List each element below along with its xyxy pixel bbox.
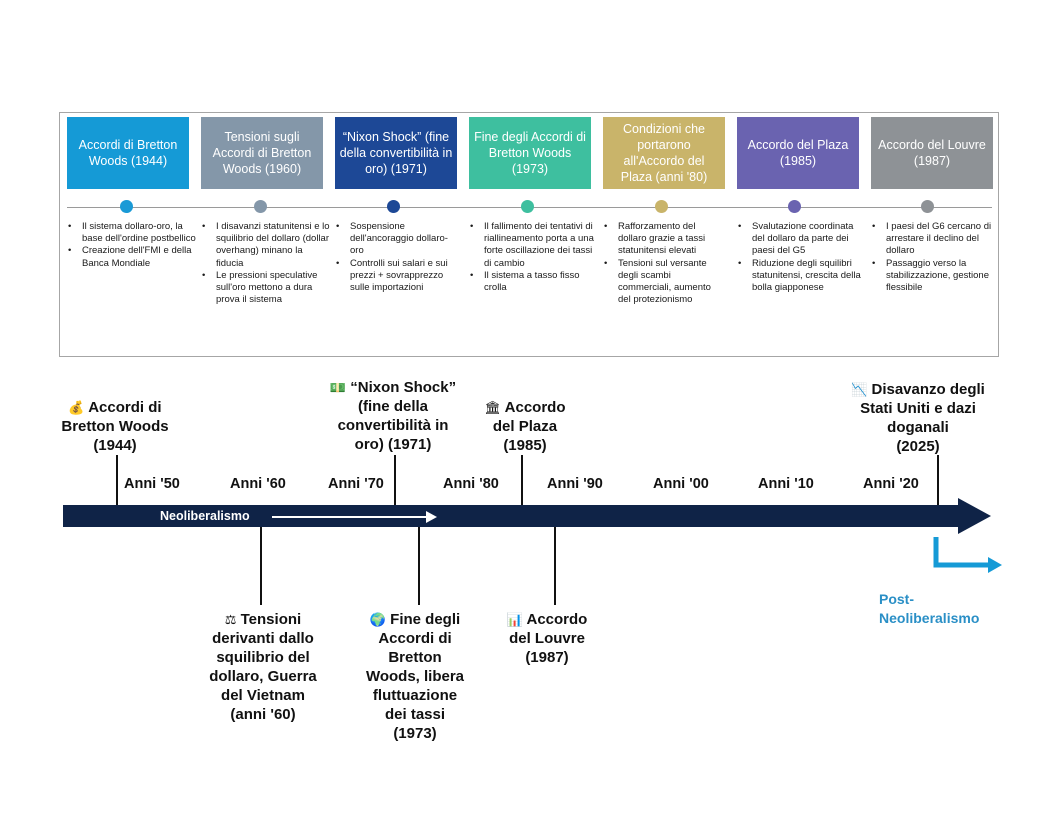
event-label: “Nixon Shock” (fine della convertibilità… [337,379,457,453]
bank-icon: 🏛 [484,400,502,415]
event-label: Fine degli Accordi di Bretton Woods, lib… [365,611,465,742]
event-tensioni-anni-60: ⚖ Tensioni derivanti dallo squilibrio de… [188,610,338,724]
list-item: Tensioni sul versante degli scambi comme… [604,258,726,307]
globe-icon: 🌍 [369,612,386,627]
phase-dot [120,200,133,213]
decade-label: Anni '10 [758,476,814,492]
timeline-arrow-head [958,498,991,534]
post-neoliberalismo-label: Post- Neoliberalismo [879,591,980,626]
list-item: Il fallimento dei tentativi di riallinea… [470,221,600,270]
phase-header-louvre: Accordo del Louvre (1987) [871,117,993,189]
list-item: Il sistema dollaro-oro, la base dell'ord… [68,221,198,245]
phase-header-nixon-shock: “Nixon Shock” (fine della convertibilità… [335,117,457,189]
event-label: Accordo del Louvre (1987) [509,611,588,666]
event-disavanzo-2025: 📉 Disavanzo degli Stati Uniti e dazi dog… [828,380,1008,456]
event-louvre-1987: 📊 Accordo del Louvre (1987) [488,610,606,667]
list-item: Creazione dell'FMI e della Banca Mondial… [68,245,198,269]
event-label: Tensioni derivanti dallo squilibrio del … [209,611,317,723]
list-item: Riduzione degli squilibri statunitensi, … [738,258,862,295]
decade-label: Anni '00 [653,476,709,492]
decade-label: Anni '70 [328,476,384,492]
phase-bullets-condizioni-plaza: Rafforzamento del dollaro grazie a tassi… [604,221,726,306]
phase-header-plaza: Accordo del Plaza (1985) [737,117,859,189]
event-connector-line [260,525,262,605]
event-bretton-woods-1944: 💰 Accordi di Bretton Woods (1944) [40,398,190,455]
phase-bullets-nixon-shock: Sospensione dell'ancoraggio dollaro-oro … [336,221,454,294]
neoliberalismo-arrow-head [426,511,437,523]
neoliberalismo-arrow [272,516,428,518]
phase-dot [521,200,534,213]
list-item: Il sistema a tasso fisso crolla [470,270,600,294]
list-item: I disavanzi statunitensi e lo squilibrio… [202,221,332,270]
decade-label: Anni '80 [443,476,499,492]
decade-label: Anni '90 [547,476,603,492]
phase-dot [655,200,668,213]
phase-bullets-louvre: I paesi del G6 cercano di arrestare il d… [872,221,996,294]
timeline-axis [63,505,960,527]
event-label: Disavanzo degli Stati Uniti e dazi dogan… [860,381,985,455]
list-item: I paesi del G6 cercano di arrestare il d… [872,221,996,258]
event-label: Accordo del Plaza (1985) [492,399,566,454]
list-item: Rafforzamento del dollaro grazie a tassi… [604,221,726,258]
phase-bullets-bretton-woods: Il sistema dollaro-oro, la base dell'ord… [68,221,198,270]
phase-dot [387,200,400,213]
event-connector-line [116,455,118,507]
list-item: Svalutazione coordinata del dollaro da p… [738,221,862,258]
event-connector-line [937,455,939,507]
list-item: Controlli sui salari e sui prezzi + sovr… [336,258,454,295]
phases-panel [59,112,999,357]
bar-chart-icon: 📊 [506,612,523,627]
event-fine-bretton-woods-1973: 🌍 Fine degli Accordi di Bretton Woods, l… [345,610,485,743]
phase-header-tensioni: Tensioni sugli Accordi di Bretton Woods … [201,117,323,189]
post-neoliberalismo-arrow-icon [933,537,1002,573]
phase-header-fine-bretton-woods: Fine degli Accordi di Bretton Woods (197… [469,117,591,189]
money-bag-icon: 💰 [68,400,85,415]
phase-bullets-tensioni: I disavanzi statunitensi e lo squilibrio… [202,221,332,306]
chart-down-icon: 📉 [851,382,868,397]
list-item: Sospensione dell'ancoraggio dollaro-oro [336,221,454,258]
decade-label: Anni '60 [230,476,286,492]
phase-header-bretton-woods: Accordi di Bretton Woods (1944) [67,117,189,189]
scales-icon: ⚖ [224,612,237,627]
banknotes-icon: 💵 [329,380,347,395]
phase-dot [921,200,934,213]
neoliberalismo-label: Neoliberalismo [160,509,250,523]
phase-dot [788,200,801,213]
list-item: Le pressioni speculative sull'oro metton… [202,270,332,307]
list-item: Passaggio verso la stabilizzazione, gest… [872,258,996,295]
event-connector-line [554,525,556,605]
event-connector-line [394,455,396,507]
event-connector-line [418,525,420,605]
phase-bullets-fine-bretton-woods: Il fallimento dei tentativi di riallinea… [470,221,600,294]
decade-label: Anni '20 [863,476,919,492]
event-label: Accordi di Bretton Woods (1944) [61,399,169,454]
event-connector-line [521,455,523,507]
event-plaza-1985: 🏛 Accordo del Plaza (1985) [460,398,590,455]
phase-dot [254,200,267,213]
event-nixon-shock-1971: 💵 “Nixon Shock” (fine della convertibili… [298,378,488,454]
phase-header-condizioni-plaza: Condizioni che portarono all'Accordo del… [603,117,725,189]
phase-bullets-plaza: Svalutazione coordinata del dollaro da p… [738,221,862,294]
decade-label: Anni '50 [124,476,180,492]
